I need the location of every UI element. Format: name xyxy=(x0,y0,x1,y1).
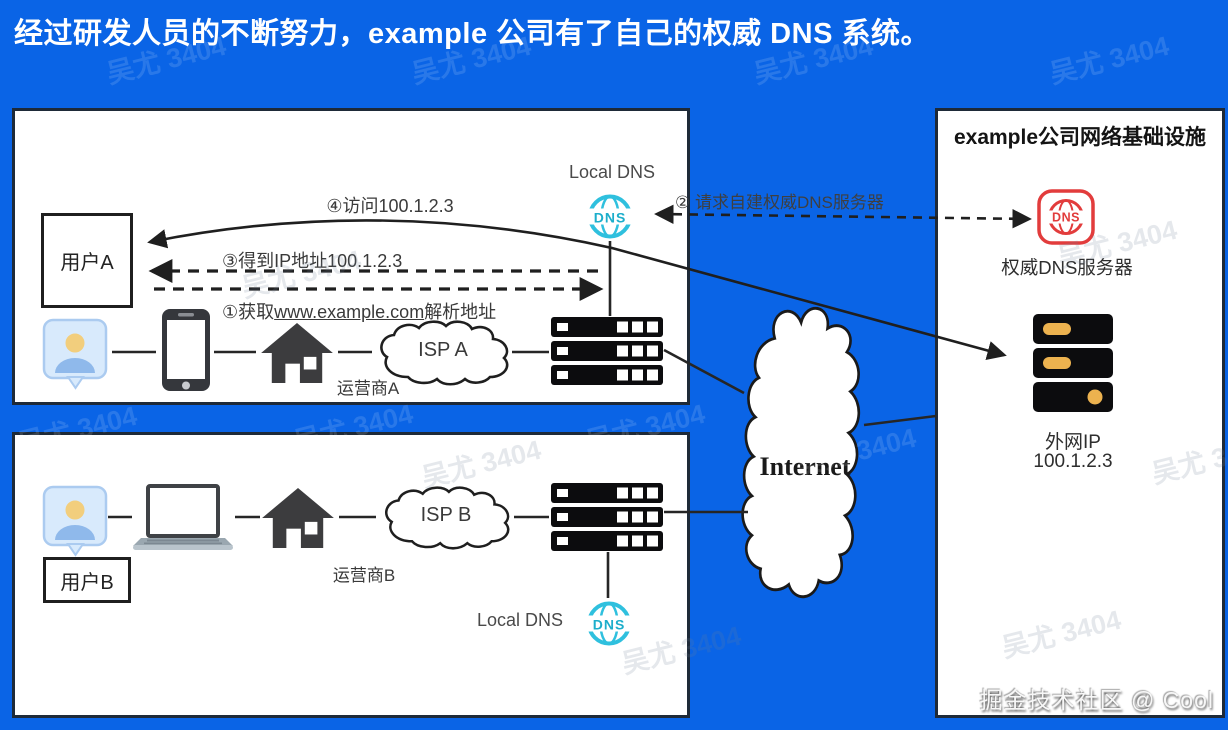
step4-label: ④访问100.1.2.3 xyxy=(326,196,454,216)
laptop-icon xyxy=(133,484,233,552)
step4-arrow xyxy=(147,219,1007,361)
carrier-a-house-icon xyxy=(258,321,336,385)
step2-arrow xyxy=(654,204,1032,229)
user-a-avatar-icon xyxy=(42,318,108,390)
local-dns-a-icon: DNS xyxy=(586,193,634,240)
external-ip-label: 外网IP xyxy=(1045,432,1101,453)
isp-b-cloud xyxy=(376,486,516,550)
authoritative-dns-label: 权威DNS服务器 xyxy=(1001,257,1133,278)
isp-a-label: ISP A xyxy=(418,339,468,361)
authoritative-dns-icon: DNS xyxy=(1037,189,1095,245)
page-title: 经过研发人员的不断努力，example 公司有了自己的权威 DNS 系统。 xyxy=(14,18,930,50)
user-b-box: 用户B xyxy=(43,557,131,603)
user-b-avatar-icon xyxy=(42,485,108,557)
carrier-b-label: 运营商B xyxy=(332,566,396,585)
flow-b-connectors xyxy=(108,510,748,598)
local-dns-a-label: Local DNS xyxy=(568,162,656,182)
local-dns-b-label: Local DNS xyxy=(477,610,564,630)
external-ip-server-icon xyxy=(1033,314,1113,414)
user-a-box: 用户A xyxy=(41,213,133,308)
step1-domain: www.example.com xyxy=(274,302,425,322)
dns-icon-text: DNS xyxy=(594,210,627,226)
cloud-to-company-line xyxy=(863,414,937,427)
user-a-label: 用户A xyxy=(60,252,114,274)
step2-label: ② 请求自建权威DNS服务器 xyxy=(675,193,884,212)
carrier-a-label: 运营商A xyxy=(336,379,400,398)
carrier-b-house-icon xyxy=(259,486,337,550)
isp-b-servers-icon xyxy=(551,483,663,551)
user-b-label: 用户B xyxy=(60,571,114,594)
local-dns-b-icon: DNS xyxy=(585,600,633,647)
internet-label: Internet xyxy=(759,452,851,481)
step1-suffix: 解析地址 xyxy=(424,302,497,322)
dns-icon-text: DNS xyxy=(1052,211,1080,225)
isp-a-servers-icon xyxy=(551,317,663,385)
dns-icon-text: DNS xyxy=(593,617,626,633)
external-ip-value: 100.1.2.3 xyxy=(1033,451,1113,472)
community-credit: 掘金技术社区 @ Cool xyxy=(979,687,1214,713)
step3-label: ③得到IP地址100.1.2.3 xyxy=(222,251,403,271)
company-panel-title: example公司网络基础设施 xyxy=(953,126,1207,149)
step1-prefix: ①获取 xyxy=(222,302,275,322)
isp-a-cloud xyxy=(372,320,514,386)
step1-label: ①获取www.example.com解析地址 xyxy=(222,298,496,324)
smartphone-icon xyxy=(160,307,212,393)
isp-b-label: ISP B xyxy=(420,504,472,526)
